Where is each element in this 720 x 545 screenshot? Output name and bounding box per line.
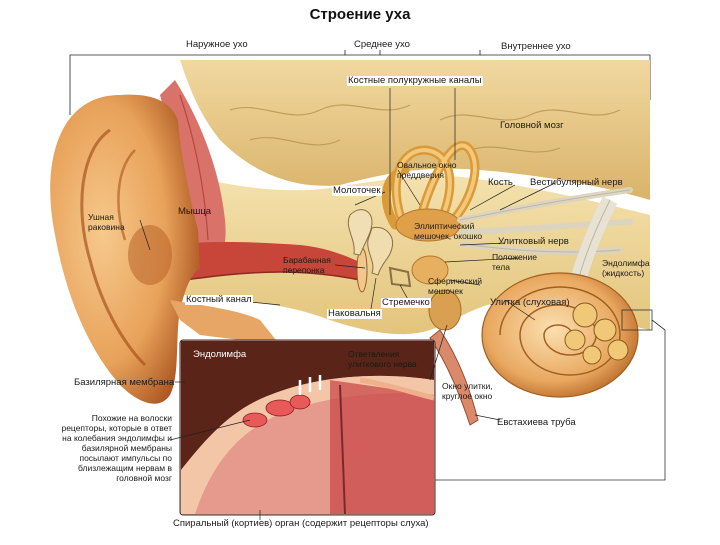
label-eardrum: Барабанная перепонка <box>283 255 343 275</box>
label-anvil: Наковальня <box>327 309 382 319</box>
auricle-shape <box>50 95 200 404</box>
label-basilar-membrane: Базилярная мембрана <box>74 378 174 388</box>
label-semicircular-canals: Костные полукружные каналы <box>347 76 483 86</box>
label-round-window: Окно улитки, круглое окно <box>442 381 502 401</box>
label-oval-window: Овальное окно преддверия <box>397 160 459 180</box>
label-middle-ear: Среднее ухо <box>353 40 411 50</box>
label-bone: Кость <box>488 178 513 188</box>
label-bone-canal: Костный канал <box>185 295 253 305</box>
label-auricle: Ушная раковина <box>88 212 132 232</box>
label-vestibular-nerve: Вестибулярный нерв <box>530 178 623 188</box>
label-endolymph-inset: Эндолимфа <box>193 350 246 360</box>
label-hair-receptors: Похожие на волоски рецепторы, которые в … <box>54 413 172 483</box>
label-muscle: Мышца <box>178 207 211 217</box>
label-cochlea: Улитка (слуховая) <box>490 298 570 308</box>
eustachian-tube <box>430 330 478 425</box>
label-stirrup: Стремечко <box>381 298 431 308</box>
label-elliptic-sac: Эллиптический мешочек, окошко <box>414 221 484 241</box>
label-cochlear-nerve: Улитковый нерв <box>498 237 569 247</box>
label-outer-ear: Наружное ухо <box>185 40 249 50</box>
label-eustachian-tube: Евстахиева труба <box>497 418 576 428</box>
diagram-title: Строение уха <box>0 6 720 23</box>
label-body-position: Положение тела <box>492 252 542 272</box>
label-spherical-sac: Сферический мешочек <box>428 276 488 296</box>
label-endolymph-fluid: Эндолимфа (жидкость) <box>602 258 664 278</box>
label-inner-ear: Внутреннее ухо <box>500 42 572 52</box>
label-hammer: Молоточек <box>332 186 382 196</box>
label-cochlear-branches: Ответвления улиткового нерва <box>348 349 420 369</box>
label-brain: Головной мозг <box>500 121 564 131</box>
label-corti-organ: Спиральный (кортиев) орган (содержит рец… <box>173 519 429 529</box>
